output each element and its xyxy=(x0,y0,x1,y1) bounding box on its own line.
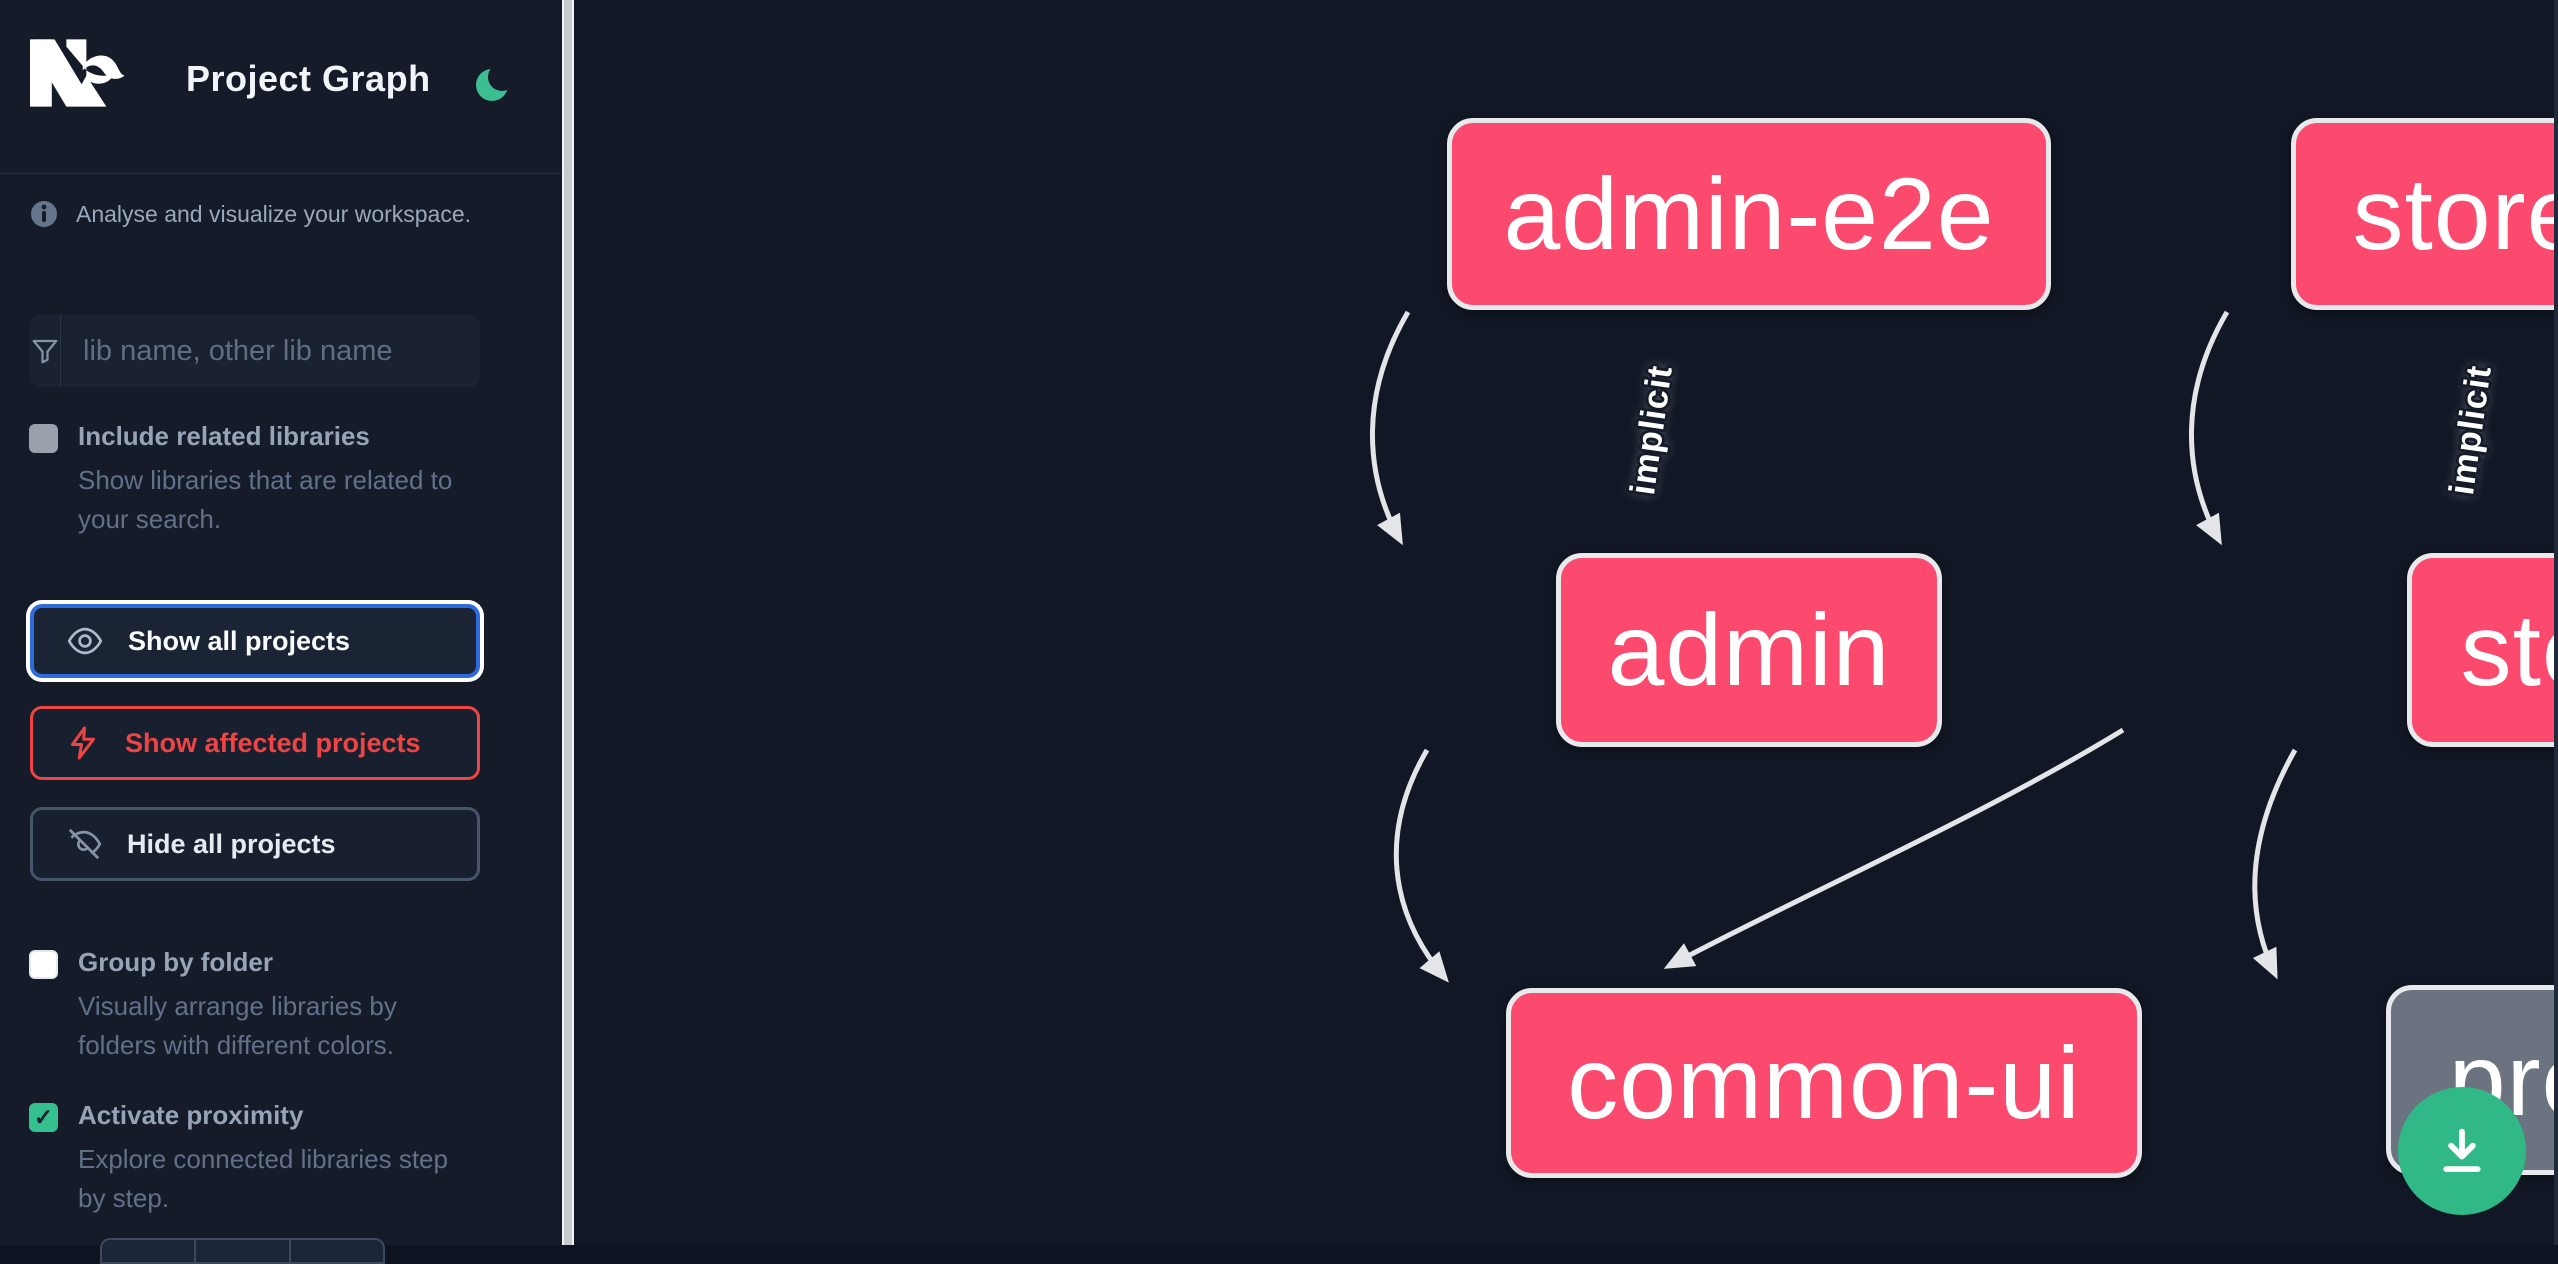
sidebar: Project Graph Analyse and visualize your… xyxy=(0,0,562,1264)
edge-store-common-ui xyxy=(1663,727,2125,969)
activate-proximity-label: Activate proximity xyxy=(78,1100,304,1130)
download-icon xyxy=(2443,1128,2481,1173)
graph-canvas[interactable]: implicit implicit admin-e2e store-e2e ad… xyxy=(574,0,2558,1245)
edge-admin-e2e-admin xyxy=(1370,310,1411,546)
node-admin-e2e[interactable]: admin-e2e xyxy=(1447,118,2051,310)
nx-logo-icon xyxy=(30,39,125,107)
sidebar-resize-handle[interactable] xyxy=(562,0,574,1245)
download-image-button[interactable] xyxy=(2398,1087,2526,1215)
show-all-projects-button[interactable]: Show all projects xyxy=(30,604,480,678)
node-common-ui[interactable]: common-ui xyxy=(1506,988,2142,1178)
toggle-include-related: Include related libraries Show libraries… xyxy=(29,422,499,539)
edge-store-products xyxy=(2252,748,2298,980)
edge-store-e2e-store xyxy=(2189,310,2230,546)
proximity-decrement[interactable] xyxy=(102,1240,197,1262)
hide-all-projects-label: Hide all projects xyxy=(127,828,336,859)
show-affected-projects-button[interactable]: Show affected projects xyxy=(30,706,480,780)
edge-label-implicit-admin: implicit xyxy=(1623,362,1680,498)
include-related-checkbox[interactable] xyxy=(29,424,58,453)
proximity-increment[interactable] xyxy=(291,1240,383,1262)
workspace-tagline: Analyse and visualize your workspace. xyxy=(76,200,472,227)
project-filter-field xyxy=(30,315,482,387)
show-affected-projects-label: Show affected projects xyxy=(125,727,421,758)
toggle-group-by-folder: Group by folder Visually arrange librari… xyxy=(29,948,499,1065)
node-admin[interactable]: admin xyxy=(1556,553,1942,747)
proximity-value xyxy=(196,1240,291,1262)
edge-admin-common-ui xyxy=(1393,748,1449,983)
show-all-projects-label: Show all projects xyxy=(128,625,351,656)
funnel-icon xyxy=(30,315,61,387)
sidebar-header: Project Graph xyxy=(0,0,562,174)
hide-all-projects-button[interactable]: Hide all projects xyxy=(30,807,480,881)
search-input[interactable] xyxy=(61,334,482,368)
info-icon xyxy=(31,201,57,227)
page-title: Project Graph xyxy=(186,58,431,99)
group-by-folder-checkbox[interactable] xyxy=(29,950,58,979)
bolt-icon xyxy=(71,726,95,760)
include-related-label: Include related libraries xyxy=(78,421,370,451)
node-store-e2e[interactable]: store-e2e xyxy=(2291,118,2558,310)
activate-proximity-checkbox[interactable] xyxy=(29,1103,58,1132)
eye-icon xyxy=(67,627,103,655)
eye-off-icon xyxy=(68,828,102,860)
proximity-stepper[interactable] xyxy=(100,1238,385,1264)
group-by-folder-label: Group by folder xyxy=(78,947,273,977)
node-store[interactable]: store xyxy=(2407,553,2558,747)
toggle-activate-proximity: Activate proximity Explore connected lib… xyxy=(29,1101,499,1218)
group-by-folder-description: Visually arrange libraries by folders wi… xyxy=(78,990,397,1060)
moon-icon[interactable] xyxy=(474,64,514,104)
canvas-scrollbar-track[interactable] xyxy=(2554,0,2558,1245)
edge-label-implicit-store: implicit xyxy=(2442,362,2499,498)
workspace-tagline-row: Analyse and visualize your workspace. xyxy=(30,200,530,228)
activate-proximity-description: Explore connected libraries step by step… xyxy=(78,1143,448,1213)
include-related-description: Show libraries that are related to your … xyxy=(78,464,453,534)
